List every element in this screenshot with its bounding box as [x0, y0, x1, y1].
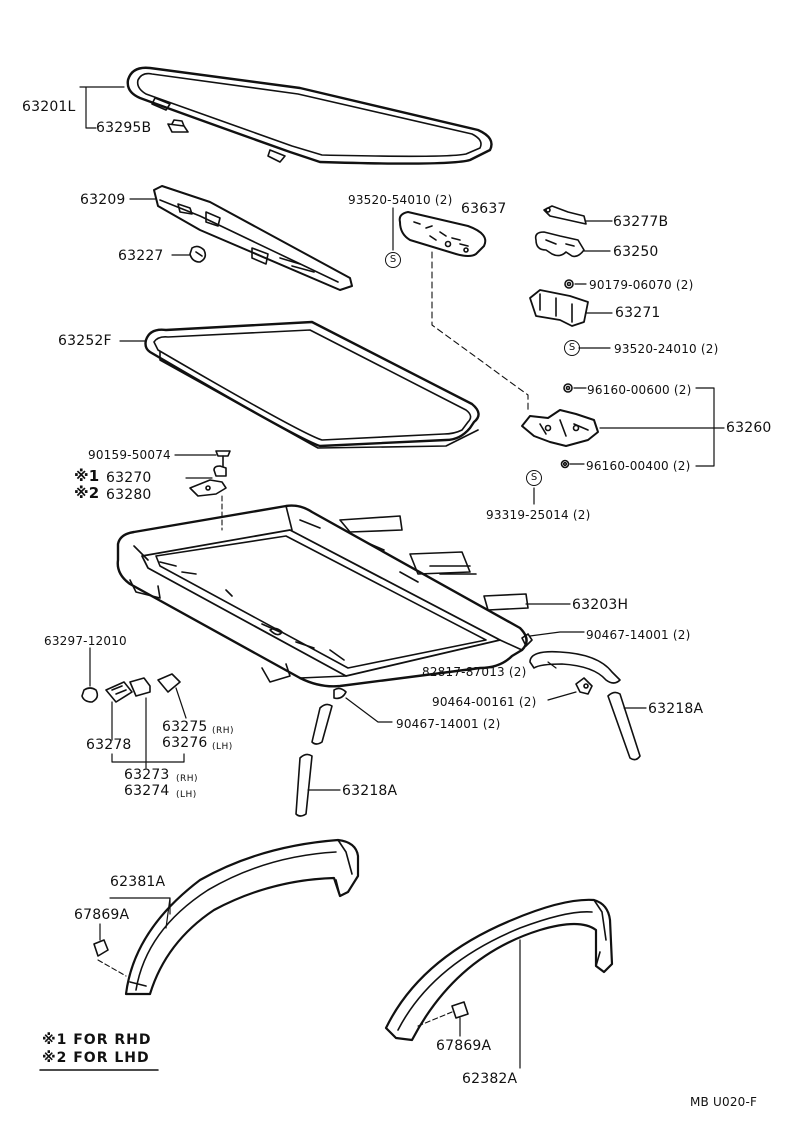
part-label-63270: 63270: [106, 470, 152, 486]
side-tag-lh-63276: (LH): [212, 742, 233, 752]
part-label-90467-14001-right: 90467-14001 (2): [586, 628, 691, 642]
drain-hose-left: [295, 703, 333, 817]
part-label-62382A: 62382A: [462, 1071, 518, 1087]
bracket-63277B: [543, 205, 587, 225]
part-label-63297-12010: 63297-12010: [44, 634, 127, 648]
guide-63271: [529, 289, 589, 327]
dashed-67869A-left: [97, 959, 127, 977]
part-label-90467-14001-left: 90467-14001 (2): [396, 717, 501, 731]
dashed-67869A-right: [417, 1011, 453, 1027]
part-label-63280: 63280: [106, 487, 152, 503]
side-tag-rh-63273: (RH): [176, 774, 199, 784]
part-label-63218A-right: 63218A: [648, 701, 704, 717]
grommet-90467-left: [333, 687, 347, 700]
part-label-63260: 63260: [726, 420, 772, 436]
note-rhd: ※1 FOR RHD: [42, 1032, 152, 1048]
dashed-guide-63637-63260: [431, 251, 529, 411]
weatherstrip-63252F: [144, 320, 480, 449]
part-label-67869A-left: 67869A: [74, 907, 130, 923]
bracket-63273: [111, 697, 185, 769]
note-lhd: ※2 FOR LHD: [42, 1050, 150, 1066]
stop-63275: [157, 673, 181, 693]
lhd-mark: ※2: [74, 484, 100, 502]
frame-63203H: [116, 504, 529, 688]
part-label-63252F: 63252F: [58, 333, 112, 349]
rhd-mark: ※1: [74, 467, 100, 485]
clip-67869A-right: [451, 1001, 469, 1019]
leader-82817: [547, 661, 557, 669]
leader-90467-right: [529, 631, 585, 637]
screw-symbol-93319-25014: S: [526, 470, 542, 486]
part-label-63209: 63209: [80, 192, 126, 208]
screw-90159: [215, 450, 231, 467]
leader-63275: [175, 687, 187, 719]
part-label-96160-00600: 96160-00600 (2): [587, 383, 692, 397]
part-label-63218A-left: 63218A: [342, 783, 398, 799]
part-label-93319-25014: 93319-25014 (2): [486, 508, 591, 522]
part-label-93520-54010: 93520-54010 (2): [348, 193, 453, 207]
part-label-82817-87013: 82817-87013 (2): [422, 665, 527, 679]
part-label-63250: 63250: [613, 244, 659, 260]
grommet-63297: [81, 687, 99, 703]
part-label-63637: 63637: [461, 201, 507, 217]
clip-90464: [575, 677, 593, 695]
part-label-63295B: 63295B: [96, 120, 152, 136]
screw-symbol-93520-54010: S: [385, 252, 401, 268]
part-label-63276: 63276: [162, 735, 208, 751]
part-label-63203H: 63203H: [572, 597, 629, 613]
leader-62381A: [109, 897, 171, 929]
part-label-63273: 63273: [124, 767, 170, 783]
slider-63270: [213, 465, 227, 477]
nut-90179: [564, 279, 574, 289]
part-label-96160-00400: 96160-00400 (2): [586, 459, 691, 473]
stop-63273: [129, 677, 151, 697]
nut-96160-00600: [563, 383, 573, 393]
part-label-90179-06070: 90179-06070 (2): [589, 278, 694, 292]
leader-63201L: [79, 86, 125, 129]
figure-code: MB U020-F: [690, 1095, 758, 1109]
glass-panel-63201L: [126, 66, 493, 165]
part-label-63278: 63278: [86, 737, 132, 753]
part-label-63274: 63274: [124, 783, 170, 799]
sunshade-63209: [153, 185, 353, 291]
part-label-62381A: 62381A: [110, 874, 166, 890]
slider-63280: [189, 479, 227, 497]
part-label-63277B: 63277B: [613, 214, 669, 230]
drain-hose-right: [521, 633, 641, 761]
clip-67869A-left: [93, 939, 109, 957]
garnish-62382A: [384, 898, 614, 1042]
part-label-63201L: 63201L: [22, 99, 76, 115]
side-tag-lh-63274: (LH): [176, 790, 197, 800]
part-label-67869A-right: 67869A: [436, 1038, 492, 1054]
bracket-63260: [521, 409, 599, 447]
part-label-93520-24010: 93520-24010 (2): [614, 342, 719, 356]
nut-96160-00400: [560, 459, 570, 469]
link-63250: [534, 231, 585, 258]
stop-63278: [105, 681, 133, 703]
part-label-63271: 63271: [615, 305, 661, 321]
garnish-62381A: [124, 838, 360, 996]
leader-90464: [547, 691, 577, 701]
part-label-90464-00161: 90464-00161 (2): [432, 695, 537, 709]
leader-90467-left: [345, 697, 393, 723]
bracket-leader-63260: [599, 387, 725, 467]
part-label-63227: 63227: [118, 248, 164, 264]
part-label-90159-50074: 90159-50074: [88, 448, 171, 462]
screw-symbol-93520-24010: S: [564, 340, 580, 356]
grommet-63227: [189, 245, 207, 263]
clip-63295B: [167, 119, 189, 133]
plate-63637: [398, 211, 487, 257]
part-label-63275: 63275: [162, 719, 208, 735]
side-tag-rh-63275: (RH): [212, 726, 235, 736]
